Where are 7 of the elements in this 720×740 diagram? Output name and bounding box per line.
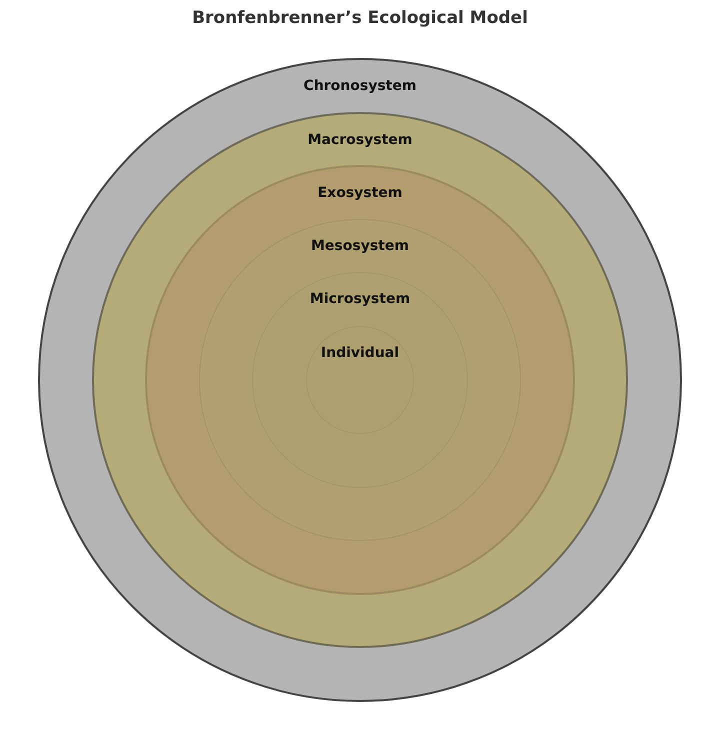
ring-label: Mesosystem bbox=[311, 238, 409, 254]
ring-label: Macrosystem bbox=[308, 132, 412, 148]
ring-label: Chronosystem bbox=[304, 78, 416, 94]
ring-label: Microsystem bbox=[310, 291, 410, 308]
diagram-title: Bronfenbrenner’s Ecological Model bbox=[191, 8, 529, 28]
ring-label: Exosystem bbox=[318, 185, 402, 202]
ring-label: Individual bbox=[320, 344, 400, 361]
